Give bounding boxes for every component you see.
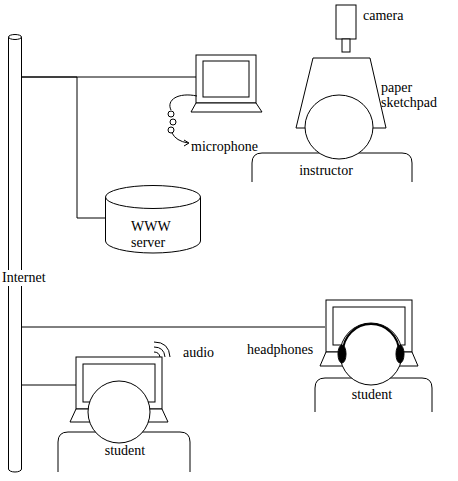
node-label: student — [76, 443, 174, 459]
student-station: student — [325, 298, 432, 412]
ear-cup — [338, 345, 346, 363]
cord-loop — [170, 119, 176, 125]
network-link — [22, 385, 76, 386]
sound-wave — [154, 347, 165, 357]
node-label: student — [325, 387, 419, 403]
node-label: Internet — [2, 270, 46, 286]
ear-cup — [396, 345, 404, 363]
headphone-band — [343, 324, 399, 352]
microphone-cord — [170, 95, 197, 110]
cord-loop — [168, 127, 174, 133]
head — [305, 95, 373, 159]
network-pipe: Internet — [8, 34, 22, 472]
sound-wave — [154, 352, 160, 357]
monitor — [196, 55, 256, 103]
sound-wave — [154, 342, 170, 357]
annotation-label: camera — [363, 8, 423, 23]
screen — [203, 61, 249, 97]
annotation-label: headphones — [247, 342, 337, 357]
computer-base — [191, 103, 262, 112]
node-label: WWW server — [131, 219, 203, 251]
network-link — [22, 77, 105, 218]
pipe-outline — [8, 34, 22, 472]
server-cylinder: WWW server — [105, 185, 201, 253]
cylinder-top — [106, 186, 201, 209]
node-label: instructor — [246, 163, 406, 179]
pipe-cap — [9, 35, 22, 40]
annotation-label: audio — [183, 345, 233, 360]
camera-lens — [342, 39, 350, 52]
cord-loop — [168, 111, 174, 117]
microphone-tip — [184, 140, 189, 146]
instructor-station: instructor — [196, 50, 412, 182]
camera-body — [336, 5, 356, 39]
annotation-label: microphone — [191, 139, 271, 154]
pipe-body — [9, 37, 22, 472]
head — [88, 381, 150, 443]
student-station: student — [76, 352, 190, 470]
head — [340, 323, 402, 385]
annotation-label: paper sketchpad — [381, 80, 453, 110]
network-link — [22, 327, 325, 328]
